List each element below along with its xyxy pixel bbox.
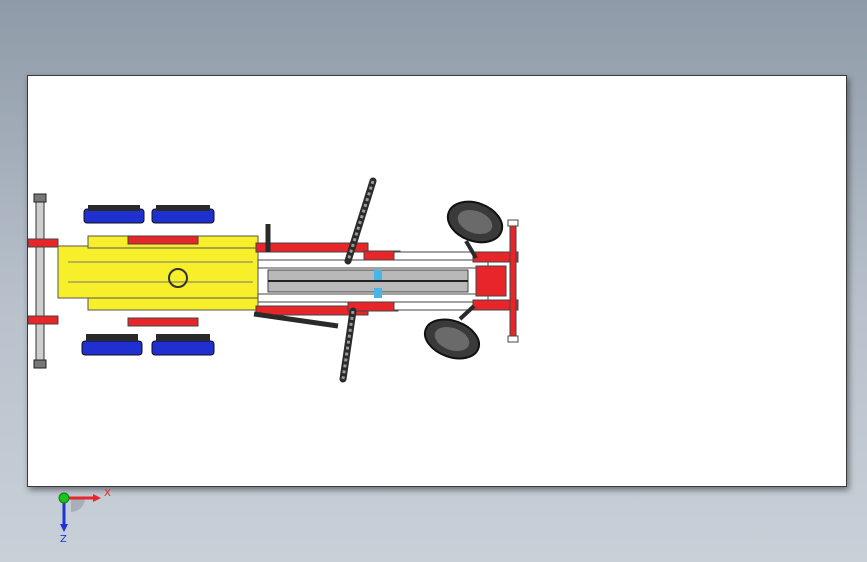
x-axis-arrow xyxy=(93,494,101,502)
yellow-chassis[interactable] xyxy=(57,235,259,311)
z-axis-arrow xyxy=(60,524,68,532)
rear-bumper[interactable] xyxy=(28,193,59,369)
front-wheel-bottom[interactable] xyxy=(420,304,485,365)
rear-tire-top-right[interactable] xyxy=(151,205,215,224)
steering-arm-bottom[interactable] xyxy=(339,307,357,383)
rear-tire-bottom-left[interactable] xyxy=(81,334,143,356)
rear-tire-top-left[interactable] xyxy=(83,205,145,224)
vehicle-assembly-top-view[interactable] xyxy=(28,76,846,486)
side-link-bottom[interactable] xyxy=(253,311,339,329)
z-axis-label: Z xyxy=(60,534,67,545)
front-wheel-top[interactable] xyxy=(442,195,508,260)
orientation-triad: X Z xyxy=(58,488,111,545)
y-axis-dot xyxy=(58,492,70,504)
steering-arm-top[interactable] xyxy=(344,177,377,265)
rear-tire-bottom-right[interactable] xyxy=(151,334,215,356)
mid-frame[interactable] xyxy=(257,251,489,311)
front-frame[interactable] xyxy=(472,219,519,343)
x-axis-label: X xyxy=(104,488,111,499)
drawing-sheet[interactable] xyxy=(27,75,847,487)
